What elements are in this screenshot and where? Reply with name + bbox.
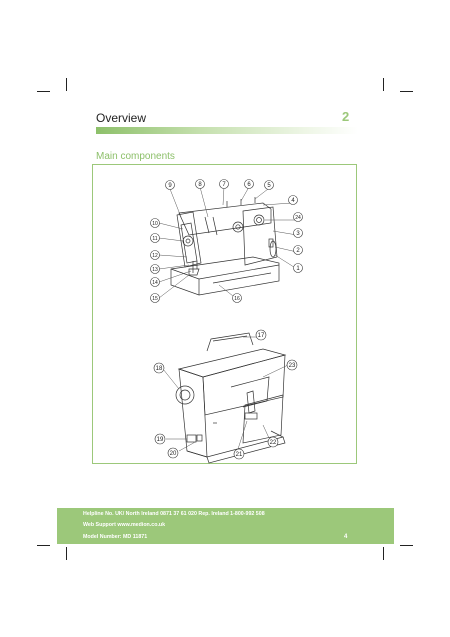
components-figure: 9 8 7 6 5 4 24 3 2 1 10 11 12 13 14 15 1…	[92, 164, 357, 464]
callout-3: 3	[296, 231, 300, 237]
crop-mark-top-right-v	[383, 78, 384, 91]
callout-20: 20	[170, 451, 177, 457]
crop-mark-bottom-left-v	[66, 547, 67, 560]
helpline-text: Helpline No. UK/ North Ireland 0871 37 6…	[83, 511, 265, 517]
bottom-callout-labels: 17 18 23 19 20 21 22	[156, 333, 296, 458]
callout-21: 21	[236, 452, 243, 458]
callout-3-circle	[293, 228, 303, 238]
callout-20-circle	[167, 447, 179, 459]
callout-2: 2	[296, 248, 300, 254]
callout-13: 13	[152, 267, 158, 273]
callout-15: 15	[152, 296, 158, 302]
callout-6-circle	[244, 179, 254, 189]
page-title: Overview	[96, 111, 147, 125]
callout-7-circle	[219, 179, 229, 189]
sewing-machine-diagram: 9 8 7 6 5 4 24 3 2 1 10 11 12 13 14 15 1…	[150, 179, 303, 464]
callout-7: 7	[222, 182, 226, 188]
callout-13-circle	[150, 264, 160, 274]
callout-18: 18	[156, 366, 163, 372]
callout-9: 9	[168, 183, 172, 189]
callout-15-circle	[150, 293, 160, 303]
callout-19: 19	[157, 437, 164, 443]
model-number-text: Model Number: MD 11871	[83, 534, 148, 540]
callout-14: 14	[152, 280, 158, 286]
top-callout-labels: 9 8 7 6 5 4 24 3 2 1 10 11 12 13 14 15 1…	[152, 182, 301, 302]
callout-16: 16	[234, 296, 240, 302]
callout-5-circle	[264, 180, 274, 190]
page-number: 4	[344, 534, 348, 540]
callout-6: 6	[247, 182, 251, 188]
callout-24-circle	[293, 212, 303, 222]
callout-5: 5	[267, 183, 271, 189]
callout-12: 12	[152, 253, 158, 259]
top-leader-lines	[158, 186, 298, 299]
web-support-text: Web Support www.medion.co.uk	[83, 522, 166, 528]
callout-14-circle	[150, 277, 160, 287]
crop-mark-top-left-v	[66, 78, 67, 91]
sewing-machine-front-drawing	[170, 197, 280, 296]
callout-18-circle	[153, 362, 165, 374]
callout-17: 17	[258, 333, 265, 339]
callout-12-circle	[150, 250, 160, 260]
callout-17-circle	[255, 329, 267, 341]
callout-11: 11	[152, 236, 157, 242]
crop-mark-top-left-h	[37, 91, 50, 92]
callout-10-circle	[150, 218, 160, 228]
callout-11-circle	[150, 233, 160, 243]
page-footer: Helpline No. UK/ North Ireland 0871 37 6…	[57, 508, 394, 544]
sewing-machine-rear-drawing	[175, 332, 287, 464]
callout-8: 8	[198, 182, 202, 188]
callout-22: 22	[270, 440, 277, 446]
callout-4-circle	[288, 195, 298, 205]
callout-19-circle	[154, 433, 166, 445]
header-rule	[96, 127, 358, 134]
callout-1: 1	[296, 266, 300, 272]
chapter-number: 2	[342, 109, 350, 124]
crop-mark-top-right-h	[400, 91, 413, 92]
callout-9-circle	[165, 180, 175, 190]
bottom-leader-lines	[162, 336, 289, 452]
callout-22-circle	[267, 436, 279, 448]
callout-16-circle	[232, 293, 242, 303]
top-callouts	[150, 179, 303, 303]
callout-1-circle	[293, 263, 303, 273]
callout-24: 24	[295, 215, 301, 221]
callout-23: 23	[289, 363, 296, 369]
callout-2-circle	[293, 245, 303, 255]
callout-21-circle	[233, 448, 245, 460]
crop-mark-bottom-right-v	[383, 547, 384, 560]
callout-23-circle	[286, 359, 298, 371]
crop-mark-bottom-right-h	[400, 545, 413, 546]
bottom-callouts	[153, 329, 298, 460]
callout-8-circle	[195, 179, 205, 189]
callout-4: 4	[291, 198, 295, 204]
crop-mark-bottom-left-h	[37, 545, 50, 546]
section-title: Main components	[96, 151, 175, 162]
callout-10: 10	[152, 221, 158, 227]
